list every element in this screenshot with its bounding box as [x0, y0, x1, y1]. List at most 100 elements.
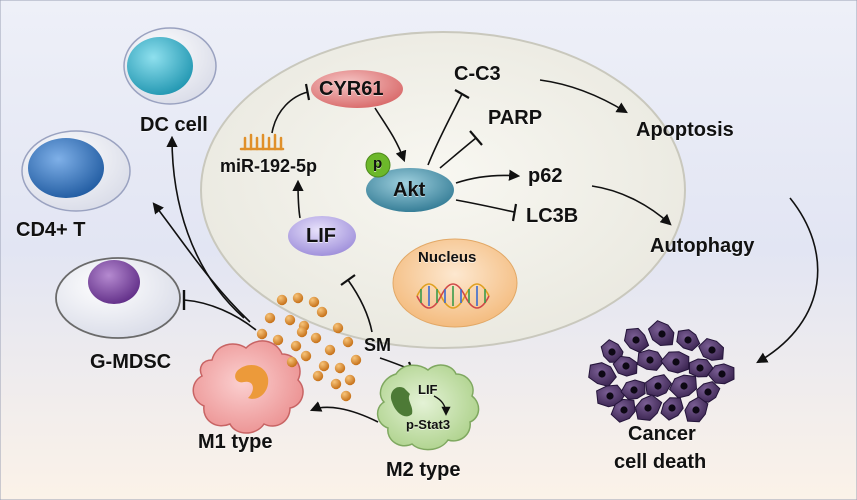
label-apoptosis: Apoptosis: [636, 119, 734, 141]
akt-inhibits-lc3b-bar: [511, 203, 518, 222]
sm-particle: [264, 312, 276, 324]
label-cancer: Cancer: [628, 423, 696, 445]
label-parp: PARP: [488, 107, 543, 129]
m1-to-dc-edge: [166, 135, 245, 319]
label-cd4-t: CD4+ T: [16, 219, 86, 241]
tumor-cell-nucleus: [672, 358, 680, 366]
p62-to-autophagy-edge: [591, 185, 672, 226]
mirna-icon: [239, 133, 285, 151]
tumor-cell-nucleus: [644, 404, 652, 412]
tumor-cell-nucleus: [684, 336, 692, 344]
tumor-cell-nucleus: [704, 388, 712, 396]
autophagy-to-cancer-death-edge: [756, 197, 819, 364]
sm-particle: [318, 360, 330, 372]
m2-lif-to-pstat3-edge: [433, 395, 451, 416]
tumor-cell-nucleus: [646, 356, 654, 364]
label-g-mdsc: G-MDSC: [90, 351, 172, 373]
sm-particle: [350, 354, 362, 366]
sm-particles: [256, 292, 362, 402]
tumor-cell-nucleus: [632, 336, 640, 344]
tumor-cluster: [588, 320, 735, 423]
label-cyr61: CYR61: [319, 78, 384, 100]
sm-particle: [330, 378, 342, 390]
sm-particle: [340, 390, 352, 402]
m2-cell: [376, 364, 480, 451]
akt-inhibits-cc3-bar: [454, 89, 470, 99]
label-dc-cell: DC cell: [140, 114, 208, 136]
label-p62: p62: [528, 165, 563, 187]
cd4-t-cell: [21, 130, 131, 212]
m1-cell: [192, 340, 304, 434]
tumor-cell-nucleus: [696, 364, 704, 372]
akt-to-p62-edge: [455, 169, 521, 184]
tumor-cell-nucleus: [692, 406, 700, 414]
dc-cell: [123, 27, 217, 105]
label-cell-death: cell death: [614, 451, 707, 473]
sm-particle: [300, 350, 312, 362]
cyr61-to-akt-edge: [374, 107, 407, 163]
akt-inhibits-parp-edge: [439, 137, 477, 169]
sm-particle: [310, 332, 322, 344]
akt-node: [366, 168, 454, 212]
label-lc3b: LC3B: [526, 205, 579, 227]
label-lif: LIF: [306, 225, 336, 247]
label-m1-type: M1 type: [198, 431, 273, 453]
label-akt: Akt: [393, 179, 426, 201]
sm-particle: [284, 314, 296, 326]
label-p: p: [373, 155, 383, 172]
sm-particle: [286, 356, 298, 368]
cyr61-node: [311, 70, 403, 108]
sm-particle: [290, 340, 302, 352]
sm-particle: [276, 294, 288, 306]
lif-node: [288, 216, 356, 256]
sm-particle: [296, 326, 308, 338]
label-m2-type: M2 type: [386, 459, 461, 481]
sm-particle: [292, 292, 304, 304]
label-mir-192-5p: miR-192-5p: [220, 156, 318, 176]
label-sm: SM: [364, 335, 391, 355]
lif-to-mir-edge: [292, 179, 304, 219]
label-autophagy: Autophagy: [650, 235, 755, 257]
tumor-cell-nucleus: [620, 406, 628, 414]
mir-inhibits-cyr61-bar: [304, 83, 311, 101]
sm-inhibits-lif-bar: [340, 274, 356, 286]
phospho-badge: [365, 152, 391, 178]
sm-particle: [324, 344, 336, 356]
sm-particle: [312, 370, 324, 382]
m1-nucleus: [235, 364, 269, 399]
label-m2-p-stat3: p-Stat3: [406, 417, 451, 432]
akt-inhibits-lc3b-edge: [455, 199, 515, 213]
akt-inhibits-cc3-edge: [427, 93, 463, 166]
m2-nucleus: [390, 386, 413, 417]
m1-inhibits-gmdsc-edge: [183, 299, 257, 331]
label-nucleus: Nucleus: [418, 249, 477, 266]
cc3-to-apoptosis-edge: [539, 79, 628, 114]
sm-particle: [332, 322, 344, 334]
label-m2-lif: LIF: [418, 382, 438, 397]
dna-icon: [416, 283, 490, 309]
tumor-cell-nucleus: [598, 370, 606, 378]
tumor-cell-nucleus: [630, 386, 638, 394]
tumor-cell-nucleus: [608, 348, 616, 356]
tumor-cell-nucleus: [668, 404, 676, 412]
nucleus: [392, 238, 518, 328]
tumor-cell-nucleus: [658, 330, 666, 338]
tumor-cell-nucleus: [718, 370, 726, 378]
sm-particle: [342, 336, 354, 348]
tumor-cell-nucleus: [680, 382, 688, 390]
sm-particle: [334, 362, 346, 374]
sm-particle: [256, 328, 268, 340]
gmdsc-cell: [55, 257, 181, 339]
label-c-c3: C-C3: [454, 63, 501, 85]
sm-particle: [308, 296, 320, 308]
sm-particle: [316, 306, 328, 318]
sm-particle: [344, 374, 356, 386]
tumor-cell-nucleus: [622, 362, 630, 370]
m2-to-m1-edge: [309, 401, 379, 423]
m1-to-cd4-edge: [152, 202, 251, 323]
sm-particle: [272, 334, 284, 346]
sm-inhibits-lif-edge: [347, 279, 373, 333]
tumor-cell-nucleus: [708, 346, 716, 354]
